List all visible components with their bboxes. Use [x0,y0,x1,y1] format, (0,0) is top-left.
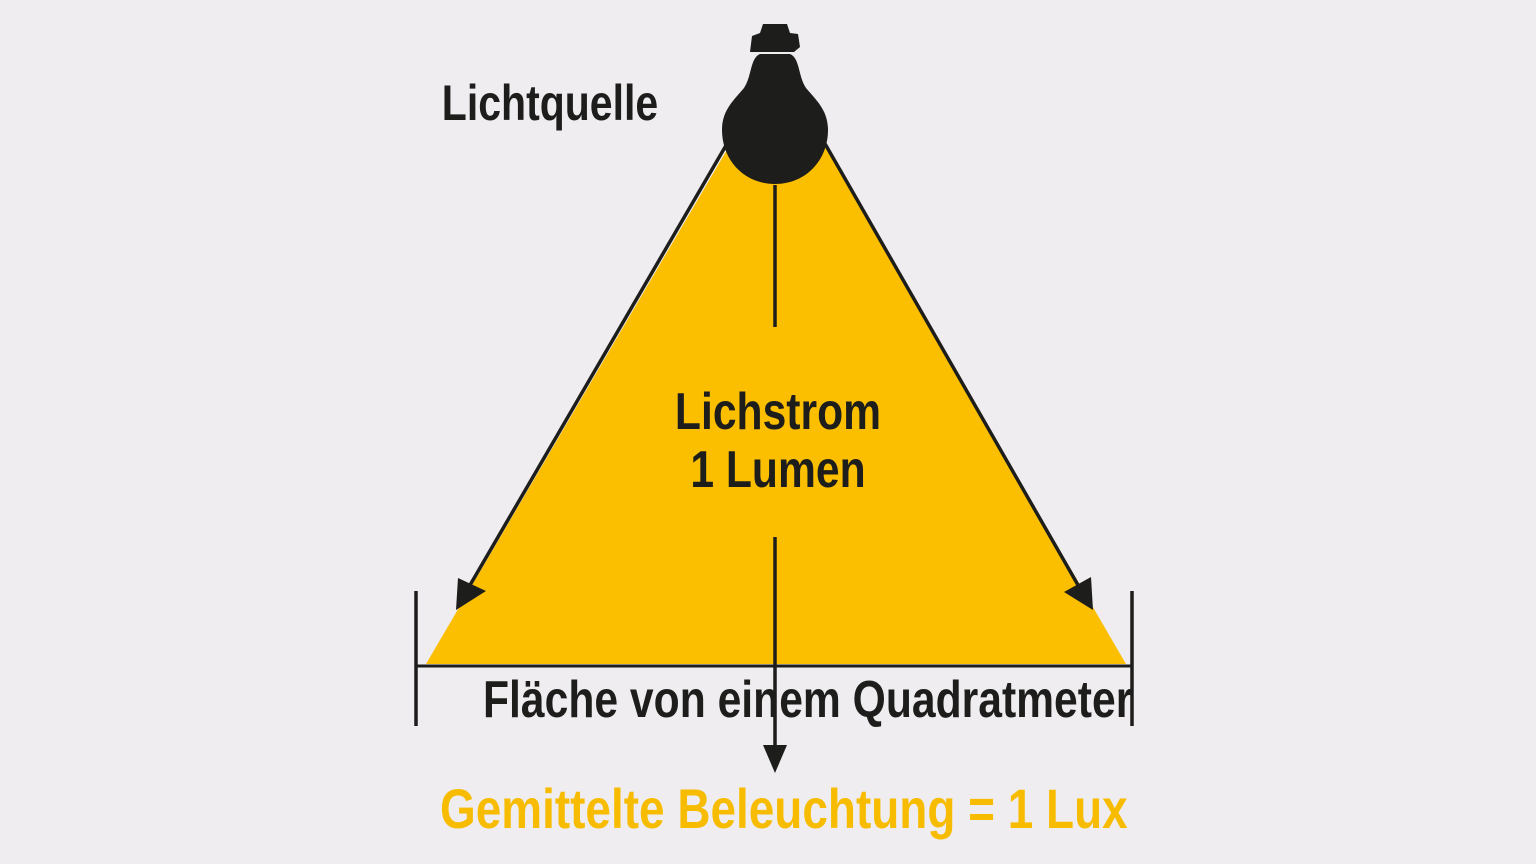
light-source-label: Lichtquelle [441,75,659,131]
luminous-flux-label: Lichstrom 1 Lumen [614,383,942,499]
flux-label-line-1: Lichstrom [674,383,882,441]
light-bulb-icon [722,24,828,184]
result-label: Gemittelte Beleuchtung = 1 Lux [440,777,1128,840]
area-label: Fläche von einem Quadratmeter [483,671,1133,729]
cone-edge-right-arrow [822,141,1093,610]
light-cone [426,148,1126,664]
flux-label-line-2: 1 Lumen [690,441,866,500]
cone-edge-left-arrow [456,141,730,610]
area-dimension-bar [414,591,1134,726]
flux-line-lower-arrow [763,537,787,773]
